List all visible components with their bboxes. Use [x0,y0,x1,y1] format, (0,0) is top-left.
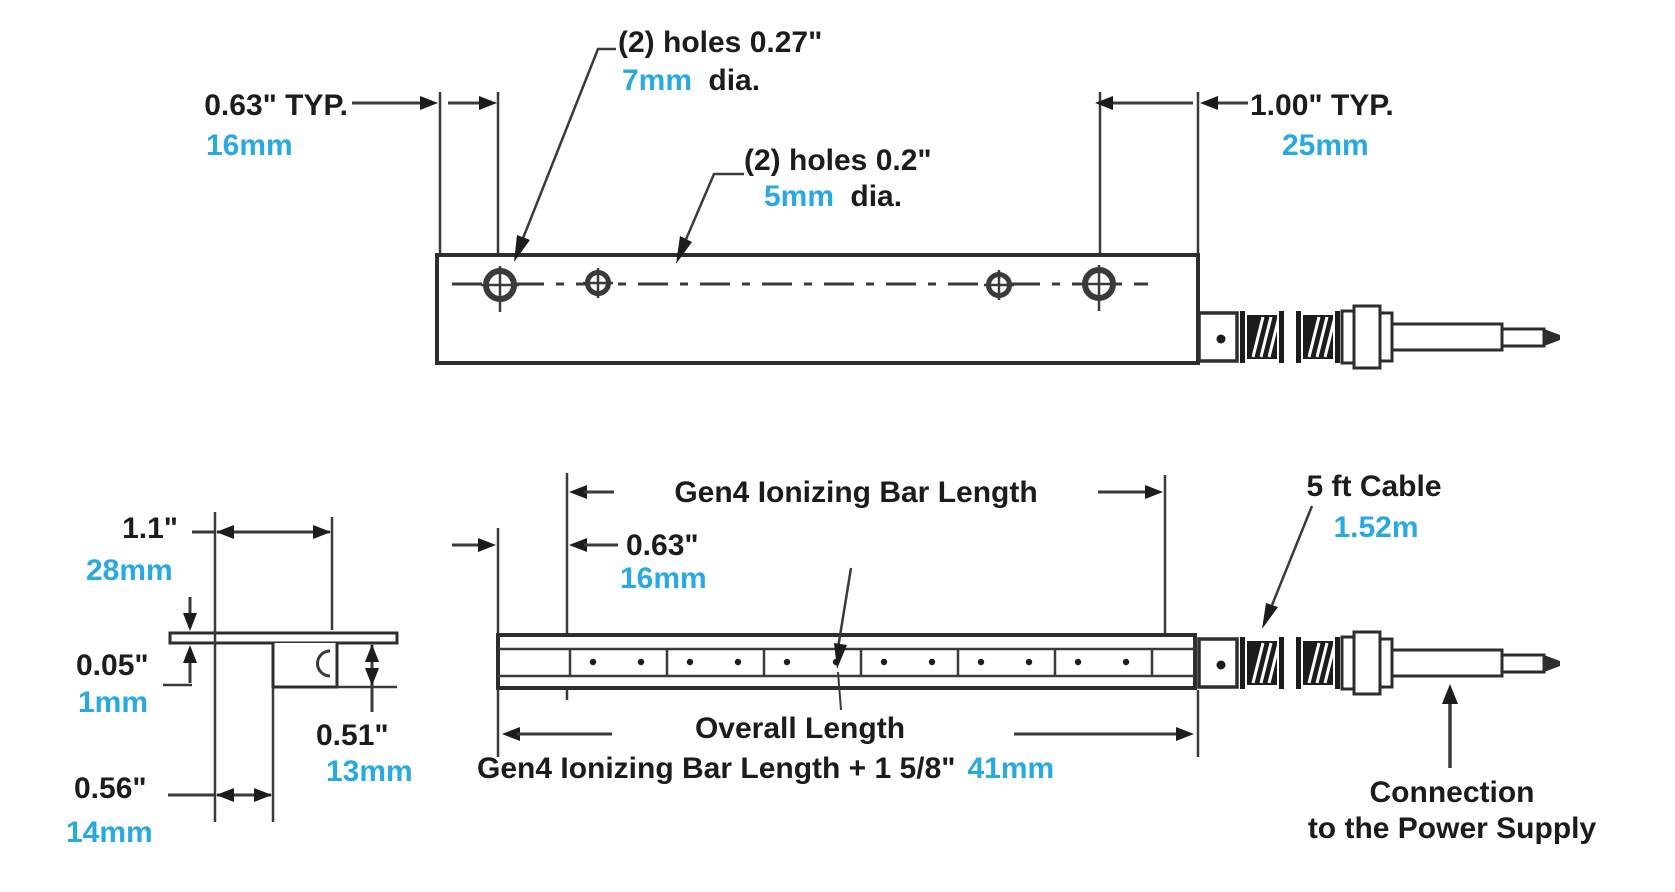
label-connection-line2: to the Power Supply [1308,812,1597,845]
label-section-offset-mm: 14mm [66,816,153,849]
label-section-width-mm: 28mm [86,554,173,587]
dim-overall-length [502,727,1194,741]
label-bar-length: Gen4 Ionizing Bar Length [674,476,1037,509]
front-view [452,473,1562,768]
label-left-offset-mm: 16mm [206,129,293,162]
label-holes-small-metric: 5mm dia. [764,180,902,213]
label-left-offset-in: 0.63" TYP. [204,89,348,122]
dim-section-width [192,525,331,539]
label-connection-line1: Connection [1370,776,1535,809]
label-holes-small: (2) holes 0.2" [744,144,932,177]
bar-top-view-body [435,253,1200,365]
leader-emitter-point [834,567,853,711]
section-emitter-clip [316,649,331,678]
cable-assembly-front-view [1197,630,1562,696]
connection-arrow [1442,684,1458,768]
label-right-offset-mm: 25mm [1282,129,1369,162]
dim-flange-thickness [163,597,197,687]
section-view [163,512,399,822]
mounting-hole-large-right-icon [1080,265,1118,311]
leader-holes-large [514,47,616,262]
label-overall-length: Overall Length [695,712,905,745]
top-view [352,47,1562,370]
dim-bar-length [569,485,1163,499]
dim-left-edge-to-hole [352,96,497,110]
label-flange-in: 0.05" [76,649,149,682]
label-flange-mm: 1mm [78,686,148,719]
labels: (2) holes 0.27" 7mm dia. (2) holes 0.2" … [66,26,1596,849]
mounting-hole-small-right-icon [984,270,1014,300]
leader-holes-small [676,172,744,264]
mounting-hole-large-left-icon [481,266,519,312]
section-channel [271,643,339,689]
label-holes-large: (2) holes 0.27" [618,26,822,59]
label-channel-mm: 13mm [326,755,413,788]
dim-first-emitter [452,538,618,552]
mounting-hole-small-left-icon [583,268,613,298]
dim-hole-to-right-edge [1095,96,1248,110]
label-cable: 5 ft Cable [1306,470,1441,503]
label-first-emitter-in: 0.63" [626,529,699,562]
bar-front-view-body [496,633,1197,690]
label-section-offset-in: 0.56" [74,772,147,805]
label-first-emitter-mm: 16mm [620,562,707,595]
label-holes-large-metric: 7mm dia. [622,64,760,97]
label-channel-in: 0.51" [316,719,389,752]
label-cable-metric: 1.52m [1333,511,1418,544]
bar-segment-dividers [568,649,1154,676]
leader-cable [1262,505,1314,629]
label-overall-formula: Gen4 Ionizing Bar Length + 1 5/8"41mm [477,752,1054,785]
label-section-width-in: 1.1" [122,512,178,545]
section-flange [168,631,399,645]
dim-section-offset [168,788,272,802]
dim-channel-depth [365,644,379,712]
label-right-offset-in: 1.00" TYP. [1250,89,1394,122]
cable-assembly-top-view [1197,304,1562,370]
